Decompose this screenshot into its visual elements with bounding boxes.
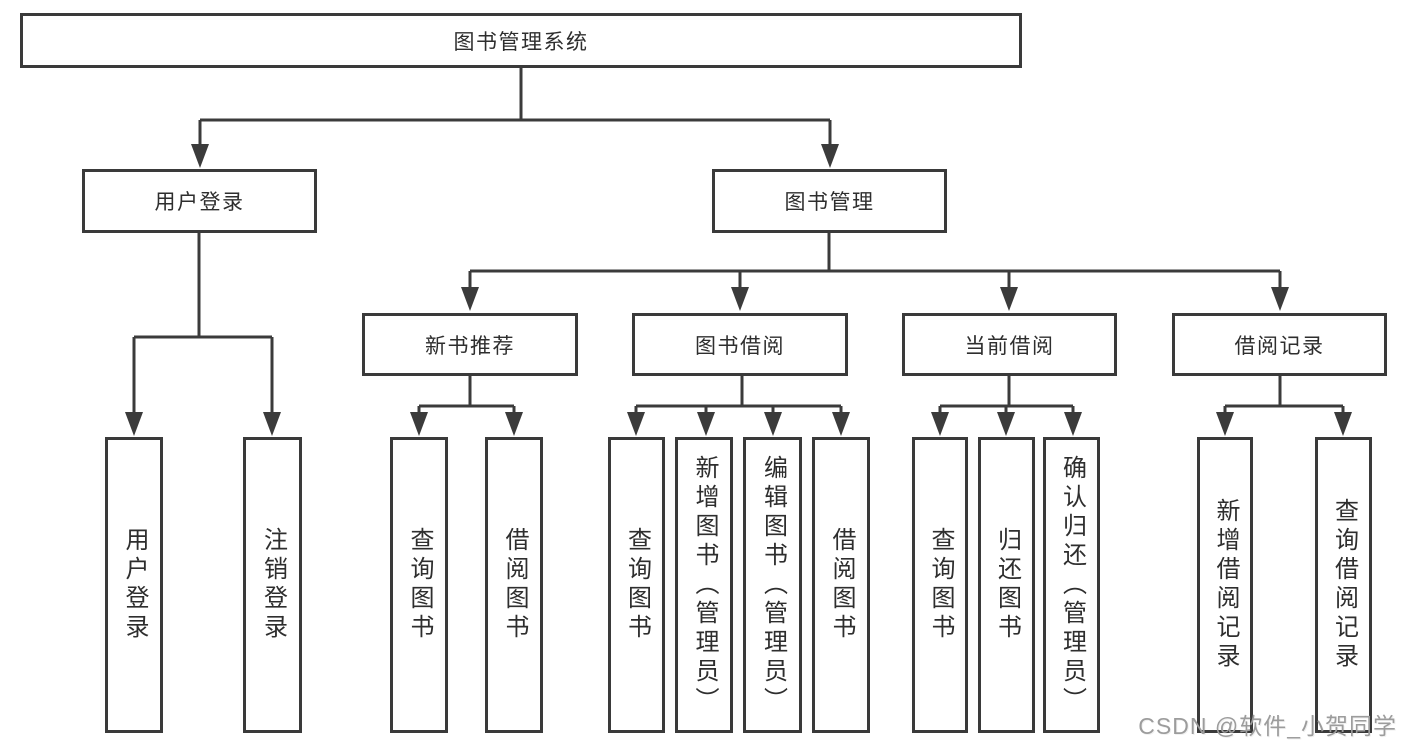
node-new-book-recommend: 新书推荐 (362, 313, 578, 376)
arrow-down-icon (505, 412, 523, 436)
node-new-book-recommend-label: 新书推荐 (425, 334, 515, 358)
node-user-login: 用户登录 (82, 169, 317, 233)
arrow-down-icon (997, 412, 1015, 436)
leaf-label: 用户登录 (121, 527, 148, 643)
arrow-down-icon (263, 412, 281, 436)
leaf-query-books-recommend: 查询图书 (390, 437, 448, 733)
arrow-down-icon (931, 412, 949, 436)
leaf-edit-books-admin: 编辑图书（管理员） (743, 437, 802, 733)
node-book-borrowing: 图书借阅 (632, 313, 848, 376)
node-book-management-label: 图书管理 (784, 191, 875, 214)
node-root: 图书管理系统 (20, 13, 1022, 68)
arrow-down-icon (627, 412, 645, 436)
book-borrowing-branch-line (634, 376, 843, 414)
node-root-label: 图书管理系统 (453, 30, 589, 54)
arrow-down-icon (125, 412, 143, 436)
leaf-add-books-admin: 新增图书（管理员） (675, 437, 733, 733)
leaf-confirm-return-admin: 确认归还（管理员） (1043, 437, 1100, 733)
leaf-label: 查询图书 (927, 527, 954, 643)
node-borrow-records: 借阅记录 (1172, 313, 1387, 376)
borrow-records-branch-line (1223, 376, 1345, 414)
arrow-down-icon (191, 144, 209, 168)
arrow-down-icon (832, 412, 850, 436)
leaf-label: 查询图书 (623, 527, 651, 643)
user-login-branch-line (132, 233, 274, 414)
arrow-down-icon (410, 412, 428, 436)
node-current-borrowing-label: 当前借阅 (964, 334, 1055, 358)
leaf-query-books-current: 查询图书 (912, 437, 968, 733)
arrow-down-icon (1064, 412, 1082, 436)
arrow-down-icon (1216, 412, 1234, 436)
root-to-level2-line (198, 68, 832, 146)
leaf-label: 新增图书（管理员） (691, 454, 718, 716)
leaf-return-books: 归还图书 (978, 437, 1035, 733)
leaf-label: 注销登录 (259, 527, 287, 643)
arrow-down-icon (731, 287, 749, 311)
leaf-borrow-books: 借阅图书 (812, 437, 870, 733)
arrow-down-icon (821, 144, 839, 168)
node-borrow-records-label: 借阅记录 (1234, 334, 1325, 358)
arrow-down-icon (1000, 287, 1018, 311)
current-borrowing-branch-line (938, 376, 1075, 414)
leaf-label: 新增借阅记录 (1212, 498, 1239, 672)
leaf-query-borrow-record: 查询借阅记录 (1315, 437, 1372, 733)
leaf-logout: 注销登录 (243, 437, 302, 733)
leaf-label: 归还图书 (993, 527, 1021, 643)
leaf-label: 确认归还（管理员） (1058, 454, 1086, 716)
leaf-label: 借阅图书 (501, 527, 528, 643)
leaf-label: 借阅图书 (828, 527, 855, 643)
leaf-label: 编辑图书（管理员） (759, 454, 787, 716)
leaf-query-books-borrowing: 查询图书 (608, 437, 665, 733)
node-book-borrowing-label: 图书借阅 (695, 334, 785, 358)
node-book-management: 图书管理 (712, 169, 947, 233)
new-book-recommend-branch-line (417, 376, 516, 414)
leaf-label: 查询借阅记录 (1330, 498, 1358, 672)
node-user-login-label: 用户登录 (154, 191, 245, 214)
leaf-user-login: 用户登录 (105, 437, 163, 733)
arrow-down-icon (697, 412, 715, 436)
node-current-borrowing: 当前借阅 (902, 313, 1117, 376)
arrow-down-icon (764, 412, 782, 436)
csdn-watermark: CSDN @软件_小贺同学 (1138, 713, 1397, 739)
leaf-add-borrow-record: 新增借阅记录 (1197, 437, 1253, 733)
arrowheads (125, 144, 1352, 436)
book-management-branch-line (468, 233, 1282, 289)
arrow-down-icon (461, 287, 479, 311)
leaf-borrow-books-recommend: 借阅图书 (485, 437, 543, 733)
leaf-label: 查询图书 (406, 527, 433, 643)
arrow-down-icon (1271, 287, 1289, 311)
arrow-down-icon (1334, 412, 1352, 436)
